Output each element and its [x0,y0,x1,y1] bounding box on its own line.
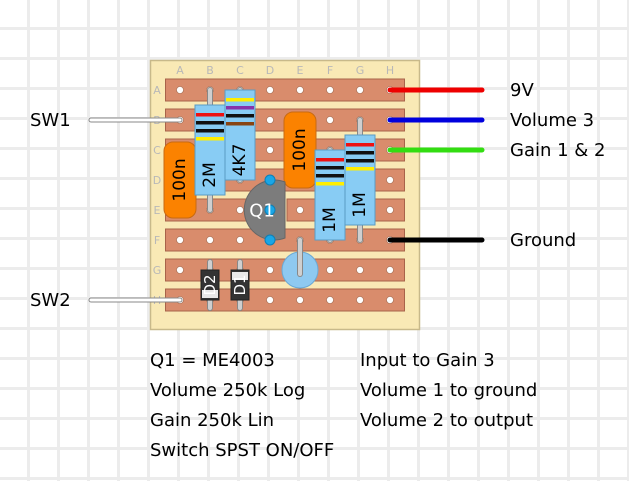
hole [356,296,364,304]
diode-label: D1 [231,274,249,295]
hole [386,296,394,304]
column-label-c: C [236,64,244,77]
resistor-label: 4K7 [230,144,250,177]
row-label-c: C [153,144,161,157]
resistor-band [316,174,344,178]
hole [296,296,304,304]
resistor-band [226,106,254,110]
wire-label-ground: Ground [510,230,577,251]
note-switch: Switch SPST ON/OFF [150,440,335,461]
transistor-pin [264,174,276,186]
hole [356,266,364,274]
hole [326,116,334,124]
resistor-4-body [344,134,376,226]
resistor-band [316,182,344,186]
resistor-band [196,121,224,125]
column-label-f: F [327,64,333,77]
column-label-b: B [206,64,214,77]
hole [386,176,394,184]
notes-left: Q1 = ME4003 Volume 250k Log Gain 250k Li… [150,346,334,466]
sw2-label: SW2 [30,290,71,311]
resistor-band [346,151,374,155]
hole [176,236,184,244]
resistor-band [226,114,254,118]
sw1-label: SW1 [30,110,71,131]
hole [176,86,184,94]
note-q1: Q1 = ME4003 [150,350,275,371]
hole [356,86,364,94]
hole [266,296,274,304]
row-label-d: D [153,174,161,187]
note-volume-pot: Volume 250k Log [150,380,306,401]
diode-band [202,290,218,298]
hole [326,296,334,304]
hole [266,266,274,274]
resistor-label: 2M [200,162,220,187]
hole [386,266,394,274]
resistor-band [316,158,344,162]
hole [236,206,244,214]
diode-label: D2 [201,274,219,295]
row-label-e: E [154,204,161,217]
column-label-a: A [176,64,184,77]
column-label-h: H [386,64,394,77]
hole [266,116,274,124]
resistor-band [196,137,224,141]
capacitor-label: 100n [170,158,190,201]
resistor-band [346,143,374,147]
row-label-g: G [153,264,162,277]
resistor-3-body [314,149,346,241]
resistor-band [316,166,344,170]
hole [266,86,274,94]
note-gain-pot: Gain 250k Lin [150,410,275,431]
resistor-band [226,122,254,126]
resistor-label: 1M [350,192,370,217]
column-label-d: D [266,64,274,77]
resistor-label: 1M [320,207,340,232]
column-label-e: E [297,64,304,77]
transistor-label: Q1 [249,201,275,222]
wire-label-9v: 9V [510,80,534,101]
note-volume-2: Volume 2 to output [360,410,534,431]
resistor-band [346,167,374,171]
diode-band [232,272,248,280]
hole [386,206,394,214]
resistor-1-body [194,104,226,196]
hole [326,266,334,274]
resistor-band [346,159,374,163]
transistor-pin [264,204,276,216]
hole [296,206,304,214]
wires [88,87,485,303]
hole [266,146,274,154]
resistor-band [196,113,224,117]
note-volume-1: Volume 1 to ground [360,380,538,401]
wire-label-volume-3: Volume 3 [510,110,595,131]
hole [236,236,244,244]
hole [326,86,334,94]
capacitor-label: 100n [290,128,310,171]
note-input: Input to Gain 3 [360,350,495,371]
row-label-f: F [154,234,160,247]
resistor-2-body [224,89,256,181]
strip-row-a [165,78,405,102]
row-label-a: A [153,84,161,97]
hole [206,236,214,244]
hole [176,266,184,274]
hole [296,86,304,94]
notes-right: Input to Gain 3 Volume 1 to ground Volum… [360,346,537,436]
resistor-band [196,129,224,133]
wire-label-gain-1-2: Gain 1 & 2 [510,140,606,161]
resistor-band [226,98,254,102]
transistor-pin [264,234,276,246]
column-label-g: G [356,64,365,77]
